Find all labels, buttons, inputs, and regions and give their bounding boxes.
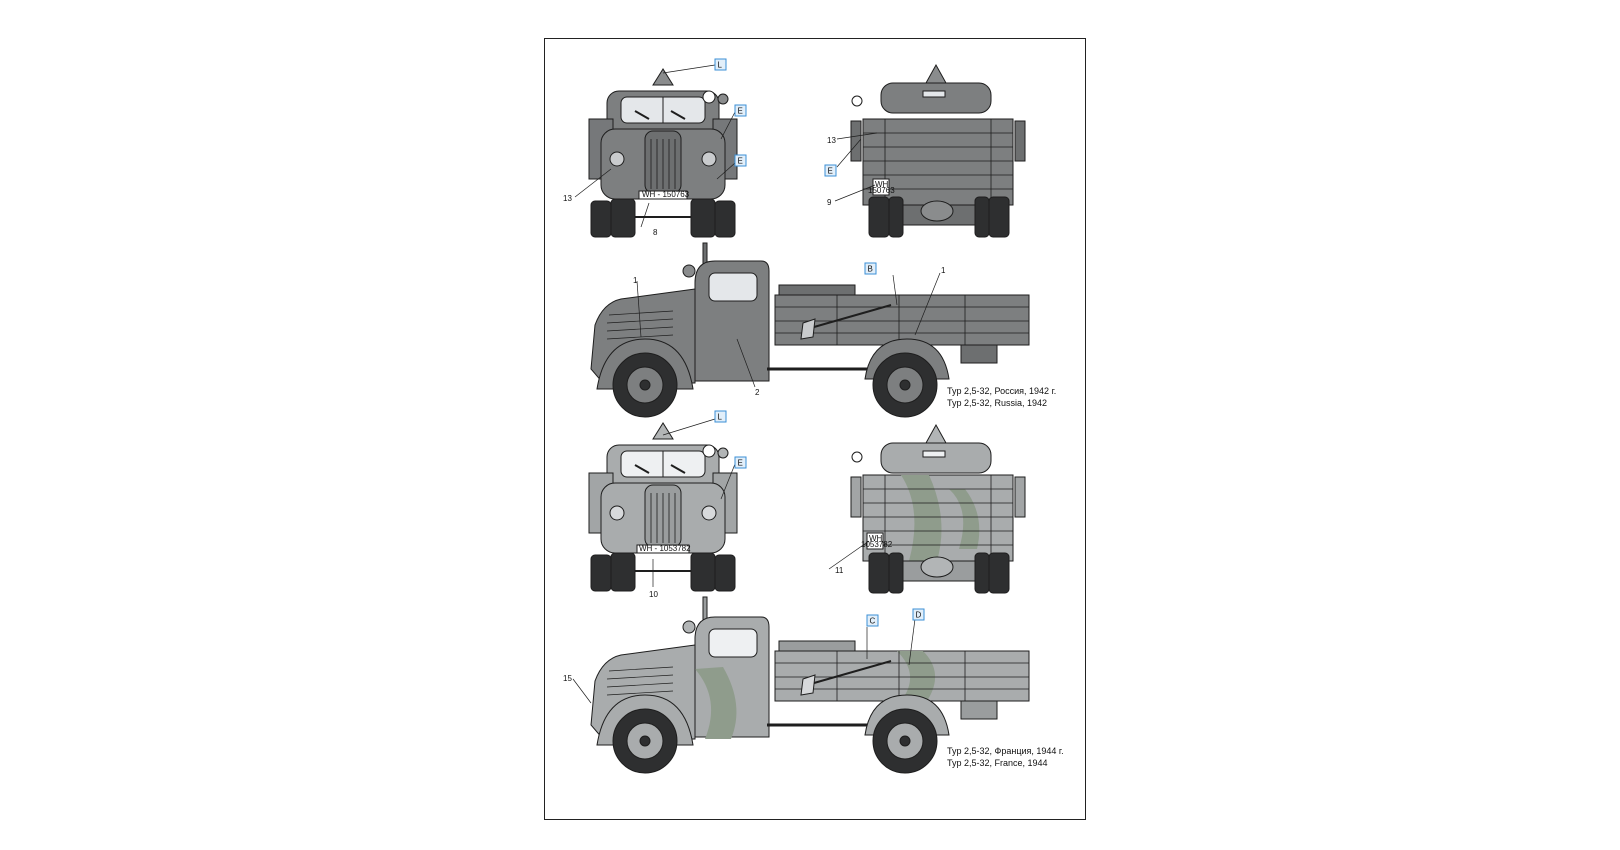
camo-patch (949, 489, 980, 549)
rear-plate-bottom-1942: 150763 (868, 186, 895, 195)
rear-plate-top-1944: WH (869, 534, 883, 543)
callout-label: E (738, 459, 743, 468)
callout-B: B (864, 262, 877, 275)
truck-front-view-1942 (588, 68, 738, 238)
part-number-10: 10 (649, 590, 658, 599)
rear-plate-bottom-1944: 1053782 (861, 540, 893, 549)
callout-label: C (870, 617, 876, 626)
callout-E-top-1: E (734, 104, 747, 117)
painting-guide-art: WH - 150763 WH 150763 (563, 58, 1030, 774)
callout-D: D (912, 608, 925, 621)
caption-1942-en: Typ 2,5-32, Russia, 1942 (947, 398, 1048, 408)
truck-side-view-1944 (590, 596, 1030, 774)
truck-front-view-1944 (588, 422, 738, 592)
callout-L-top: L (714, 58, 727, 71)
part-number-9: 9 (827, 198, 832, 207)
part-number-1: 1 (941, 266, 946, 275)
callout-E-rear-1942: E (824, 164, 837, 177)
front-plate-1944: WH - 1053782 (639, 544, 691, 553)
callout-L-1944: L (714, 410, 727, 423)
camo-patch (695, 667, 737, 739)
caption-1942-ru: Typ 2,5-32, Россия, 1942 г. (947, 386, 1057, 396)
callout-label: L (718, 413, 723, 422)
camo-patch (897, 651, 936, 701)
part-number-11: 11 (835, 566, 844, 575)
part-number-13: 13 (563, 194, 572, 203)
caption-1944: Typ 2,5-32, Франция, 1944 г. Typ 2,5-32,… (947, 745, 1064, 769)
part-number-15: 15 (563, 674, 572, 683)
truck-rear-view-1944 (850, 423, 1026, 594)
callout-E-top-2: E (734, 154, 747, 167)
callout-label: E (738, 107, 743, 116)
callout-label: E (828, 167, 833, 176)
caption-1944-ru: Typ 2,5-32, Франция, 1944 г. (947, 746, 1064, 756)
callout-label: E (738, 157, 743, 166)
front-plate-1942: WH - 150763 (642, 190, 690, 199)
part-number-2: 2 (755, 388, 760, 397)
painting-guide-sheet: WH - 150763 WH 150763 (544, 38, 1086, 820)
truck-rear-view-1942 (850, 63, 1026, 238)
callout-label: B (868, 265, 873, 274)
part-number-8: 8 (653, 228, 658, 237)
part-number-13: 13 (827, 136, 836, 145)
camo-patch (901, 475, 942, 561)
leader-lines (572, 64, 941, 704)
caption-1944-en: Typ 2,5-32, France, 1944 (947, 758, 1048, 768)
callout-label: L (718, 61, 723, 70)
callout-C: C (866, 614, 879, 627)
callout-E-1944: E (734, 456, 747, 469)
caption-1942: Typ 2,5-32, Россия, 1942 г. Typ 2,5-32, … (947, 385, 1056, 409)
part-number-1: 1 (633, 276, 638, 285)
callout-label: D (916, 611, 922, 620)
rear-plate-top-1942: WH (875, 180, 889, 189)
truck-side-view-1942 (590, 242, 1030, 418)
